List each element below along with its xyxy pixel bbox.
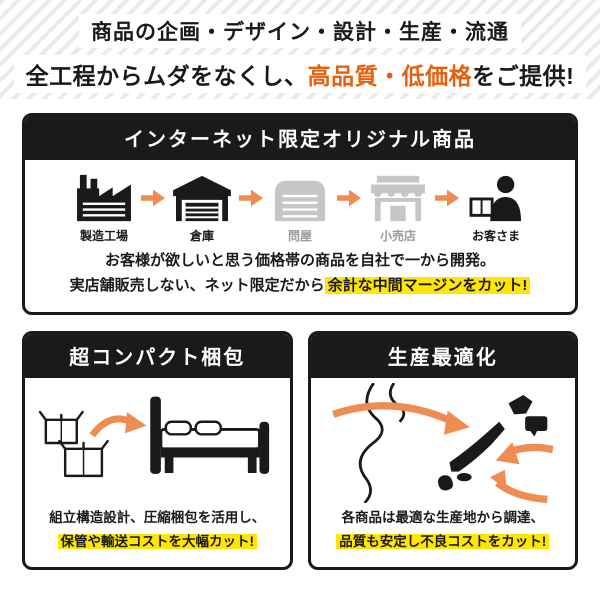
japan-map-illustration [331, 382, 554, 503]
boxes-to-bed-illustration [39, 396, 270, 477]
flow-label-customer: お客さま [471, 229, 520, 243]
bottom-sections: 超コンパクト梱包 [22, 330, 578, 571]
customer-icon [469, 175, 522, 222]
shop-icon [371, 175, 425, 222]
flow-item-wholesaler: 問屋 [261, 172, 339, 244]
section3-title: 生産最適化 [310, 333, 575, 378]
flow-label-wholesaler: 問屋 [287, 229, 312, 243]
section1-title: インターネット限定オリジナル商品 [25, 116, 575, 160]
flow-label-warehouse: 倉庫 [189, 229, 214, 243]
flow-label-shop: 小売店 [379, 229, 416, 243]
header-line2-pre: 全工程からムダをなくし、 [25, 63, 308, 89]
section3-desc-highlight: 品質も安定し不良コストをカット! [336, 534, 550, 550]
section1-desc-line1: お客様が欲しいと思う価格帯の商品を自社で一から開発。 [104, 252, 495, 269]
section1-description: お客様が欲しいと思う価格帯の商品を自社で一から開発。 実店舗販売しない、ネット限… [25, 246, 575, 312]
header-line2-highlight: 高品質・低価格 [307, 63, 473, 89]
section2-description: 組立構造設計、圧縮梱包を活用し、 保管や輸送コストを大幅カット! [25, 504, 290, 568]
production-optimization-illustration [311, 378, 576, 504]
flow-label-factory: 製造工場 [79, 229, 128, 243]
production-optimization-section: 生産最適化 各商品 [307, 330, 578, 571]
flow-arrow-icon [336, 189, 362, 207]
internet-exclusive-section: インターネット限定オリジナル商品 製造工場 [22, 113, 578, 315]
flow-item-factory: 製造工場 [65, 172, 143, 244]
section2-desc-line1: 組立構造設計、圧縮梱包を活用し、 [49, 509, 266, 525]
wholesaler-icon [274, 180, 326, 222]
header-line1: 商品の企画・デザイン・設計・生産・流通 [79, 14, 521, 48]
section2-title: 超コンパクト梱包 [25, 333, 290, 378]
flow-arrow-icon [434, 189, 460, 207]
flow-item-warehouse: 倉庫 [163, 172, 241, 244]
flow-item-customer: お客さま [457, 172, 535, 244]
section2-desc-highlight: 保管や輸送コストを大幅カット! [57, 534, 257, 550]
flow-arrow-icon [238, 189, 264, 207]
header-banner: 商品の企画・デザイン・設計・生産・流通 全工程からムダをなくし、高品質・低価格を… [0, 0, 600, 99]
section1-desc-line2-highlight: 余計な中間マージンをカット! [324, 276, 531, 294]
flow-item-shop: 小売店 [359, 172, 437, 244]
supply-chain-flow: 製造工場 倉庫 [25, 160, 575, 246]
section3-desc-line1: 各商品は最適な生産地から調達、 [341, 509, 545, 525]
section1-desc-line2-pre: 実店舗販売しない、ネット限定だから [69, 276, 325, 294]
factory-icon [77, 174, 131, 222]
compact-packaging-section: 超コンパクト梱包 [22, 330, 293, 571]
header-line2: 全工程からムダをなくし、高品質・低価格をご提供! [13, 55, 587, 93]
warehouse-icon [173, 175, 231, 222]
compact-packaging-illustration [25, 378, 290, 504]
flow-arrow-icon [140, 189, 166, 207]
header-line2-post: をご提供! [472, 63, 575, 89]
section3-description: 各商品は最適な生産地から調達、 品質も安定し不良コストをカット! [311, 504, 576, 568]
